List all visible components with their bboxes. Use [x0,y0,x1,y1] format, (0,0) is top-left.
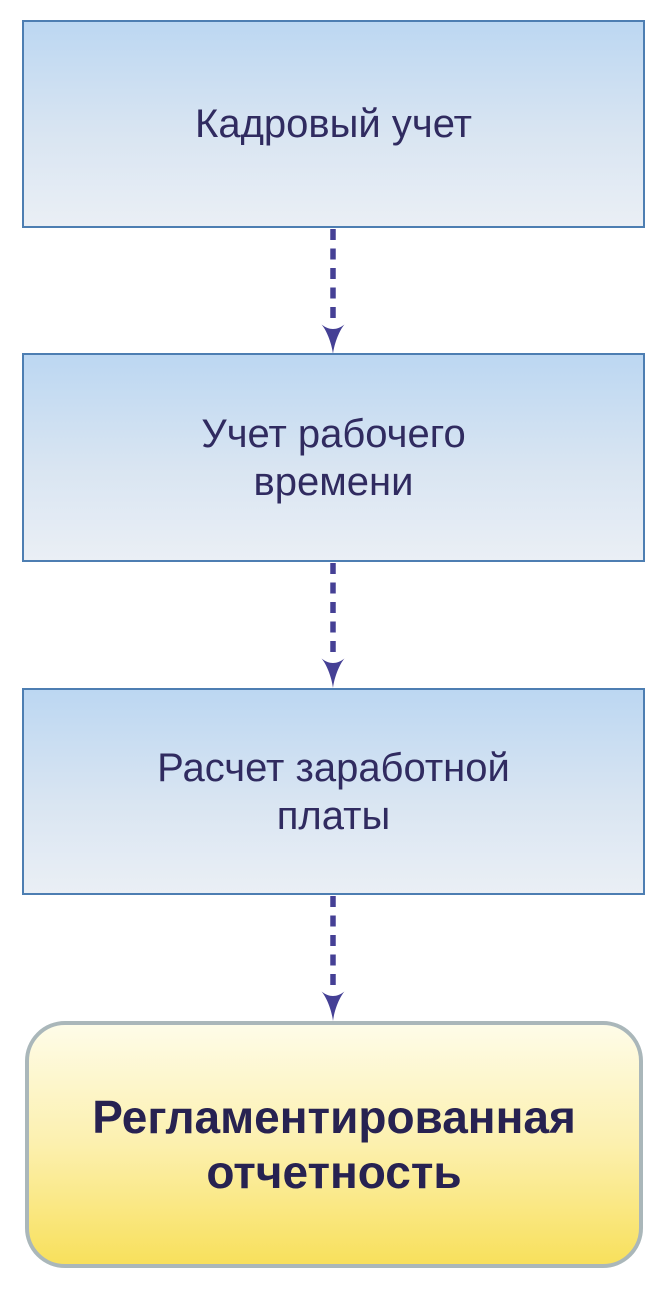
dashed-arrow-1 [321,229,345,354]
node-payroll-calculation-label: Расчет заработной платы [157,745,510,838]
node-working-time-tracking-label: Учет рабочего времени [201,411,466,504]
arrow-head [321,991,345,1021]
node-working-time-tracking: Учет рабочего времени [22,353,645,562]
dashed-arrow-2 [321,563,345,688]
dashed-arrow-3 [321,896,345,1021]
node-regulated-reporting-label: Регламентированная отчетность [92,1090,576,1198]
arrow-head [321,658,345,688]
node-payroll-calculation: Расчет заработной платы [22,688,645,895]
node-regulated-reporting: Регламентированная отчетность [25,1021,643,1268]
arrow-head [321,324,345,354]
node-personnel-accounting-label: Кадровый учет [195,102,472,146]
node-personnel-accounting: Кадровый учет [22,20,645,228]
